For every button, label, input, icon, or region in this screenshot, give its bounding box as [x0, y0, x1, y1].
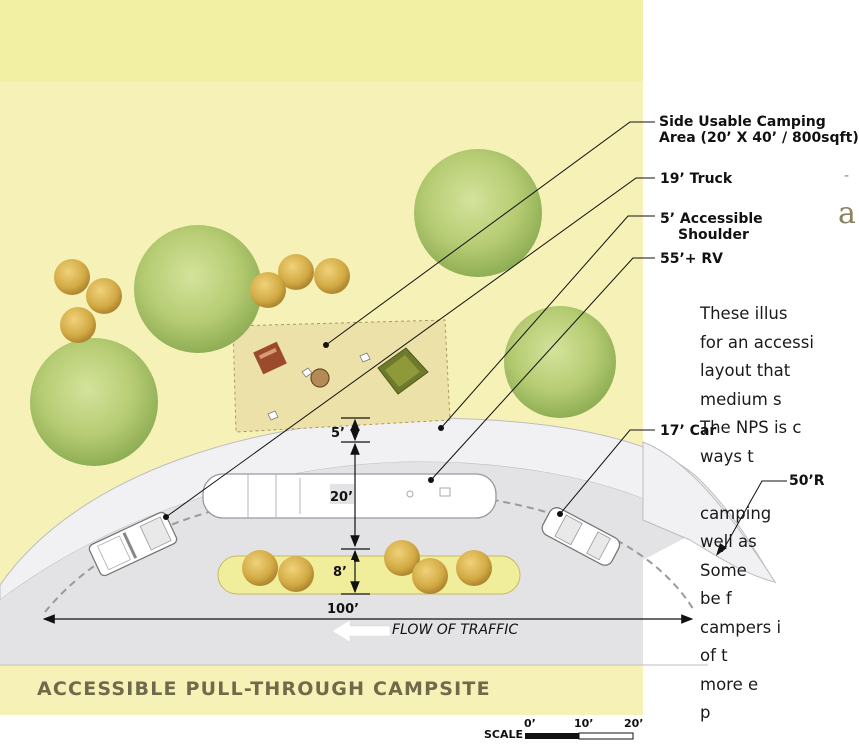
scale-tick-20: 20’ — [624, 717, 644, 730]
callout-dots — [163, 342, 563, 520]
tree-canopy-group — [30, 149, 616, 466]
scale-tick-0: 0’ — [524, 717, 536, 730]
callout-truck-label: 19’ Truck — [660, 171, 733, 187]
side-text-line-13: of t — [700, 646, 728, 665]
side-text-line-12: campers i — [700, 617, 782, 637]
side-text-line-5: The NPS is c — [700, 418, 802, 437]
flow-of-traffic-label: FLOW OF TRAFFIC — [392, 622, 519, 638]
callout-car: 17’ Car — [660, 423, 716, 439]
callout-leaders — [165, 121, 787, 553]
callout-truck: 19’ Truck — [660, 171, 732, 187]
road-extension — [642, 441, 777, 583]
side-text-line-6: ways t — [700, 446, 754, 466]
tent-icon — [377, 347, 429, 395]
scale-label: SCALE — [484, 728, 524, 741]
shrub-group — [54, 254, 492, 594]
side-text-line-15: p — [700, 703, 711, 722]
side-text-line-7 — [700, 471, 850, 500]
side-text-line-9: well as — [700, 532, 757, 551]
cropped-heading-dash: - — [844, 168, 850, 184]
side-text-line-4: medium s — [700, 389, 782, 409]
dim-island-label: 8’ — [333, 565, 347, 580]
camp-chair-icon — [267, 352, 371, 421]
callout-rv-label: 55’+ RV — [660, 251, 724, 267]
side-text-line-10: Some — [700, 560, 747, 580]
callout-camping-area-line2: Area (20’ X 40’ / 800sqft) — [659, 130, 859, 146]
callout-camping-area-line1: Side Usable Camping — [659, 114, 826, 130]
fire-ring-icon — [310, 368, 330, 388]
upper-meadow — [0, 0, 643, 82]
side-text-line-11: be f — [700, 589, 732, 608]
dim-lane-label: 20’ — [330, 490, 353, 505]
callout-shoulder-line2: Shoulder — [678, 227, 749, 243]
callout-shoulder: 5’ Accessible Shoulder — [660, 211, 763, 243]
side-text-line-1: These illus — [700, 304, 788, 323]
camping-pad — [232, 319, 451, 433]
car-vehicle — [541, 507, 621, 566]
callout-radius: 50’R — [789, 473, 825, 489]
callout-radius-label: 50’R — [789, 473, 825, 489]
cropped-heading-letter: a — [838, 196, 856, 231]
diagram-title: ACCESSIBLE PULL-THROUGH CAMPSITE — [37, 678, 491, 700]
side-description-text: These illus for an accessi layout that m… — [700, 300, 850, 728]
dim-length-label: 100’ — [327, 602, 359, 617]
scale-bar — [525, 732, 634, 740]
truck-vehicle — [88, 511, 178, 577]
callout-shoulder-line1: 5’ Accessible — [660, 211, 763, 227]
dim-shoulder-label: 5’ — [331, 426, 345, 441]
side-text-line-2: for an accessi — [700, 332, 814, 352]
dimension-lines — [42, 417, 694, 624]
side-text-line-8: camping — [700, 503, 772, 523]
callout-rv: 55’+ RV — [660, 251, 723, 267]
side-text-line-14: more e — [700, 674, 759, 694]
picnic-table-icon — [253, 341, 287, 375]
callout-car-label: 17’ Car — [660, 423, 717, 439]
radius-arrowhead — [716, 543, 727, 556]
scale-tick-10: 10’ — [574, 717, 594, 730]
callout-camping-area: Side Usable Camping Area (20’ X 40’ / 80… — [659, 114, 859, 146]
side-text-line-3: layout that — [700, 361, 791, 380]
